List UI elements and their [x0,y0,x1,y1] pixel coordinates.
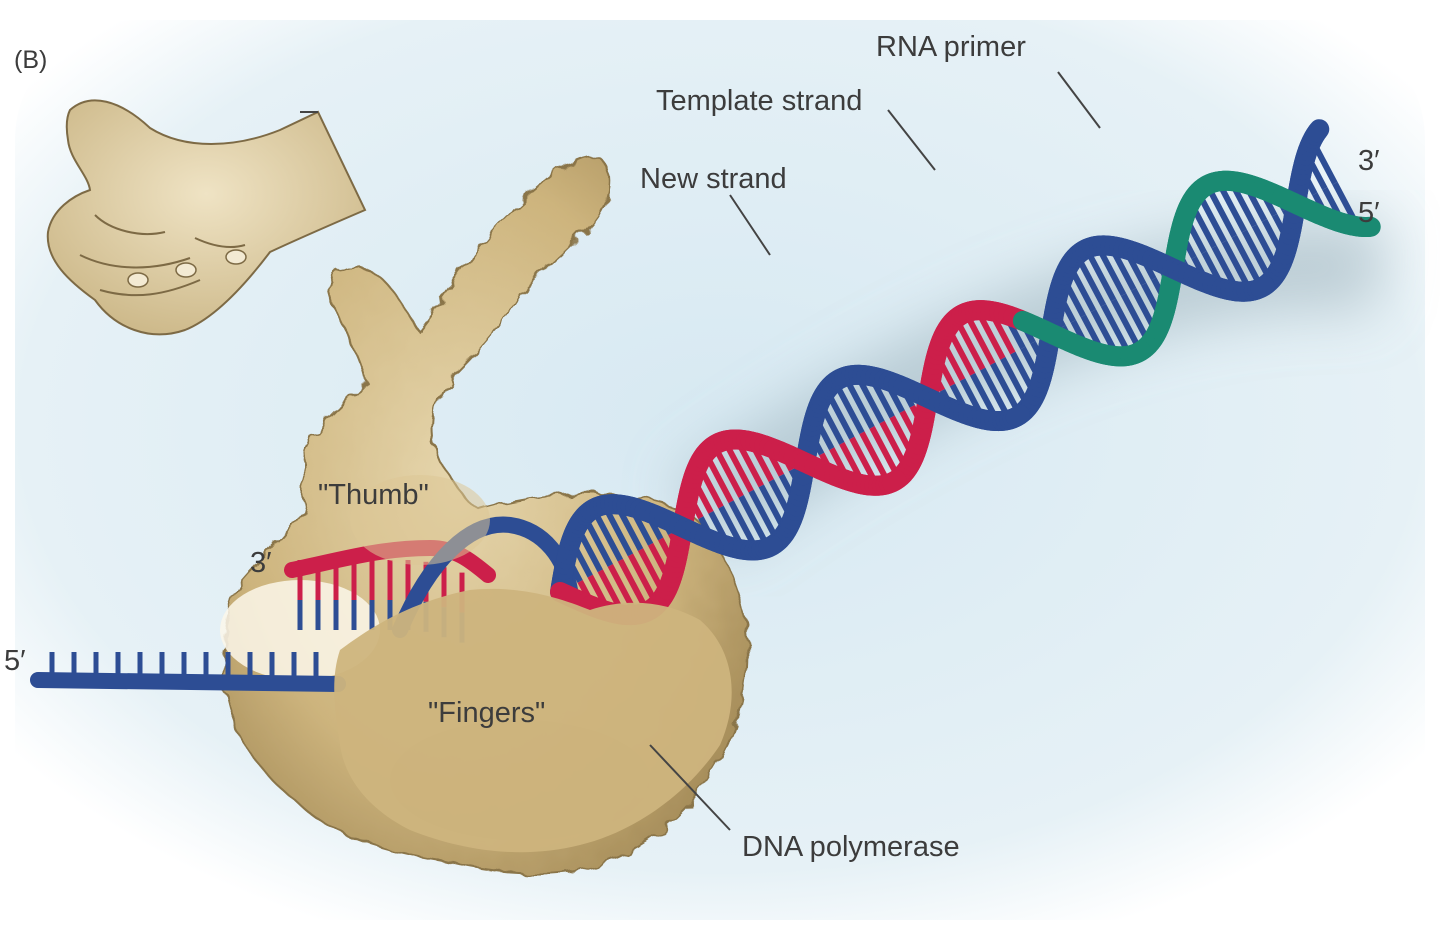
label-dna-polymerase: DNA polymerase [742,831,960,863]
template-strand-leader [887,109,936,171]
label-template-strand: Template strand [656,85,862,117]
template-strand-segment [1306,119,1330,143]
label-5-prime-right: 5′ [1358,197,1380,229]
label-3-prime-right: 3′ [1358,145,1380,177]
label-new-strand: New strand [640,163,787,195]
dna-polymerase-leader [649,744,731,831]
leader-lines [300,71,1101,831]
template-tail-bases [49,652,319,680]
template-strand-segment [1005,404,1030,428]
thumb-domain [350,475,490,565]
hand-illustration [46,99,367,336]
template-strand-segment [758,535,783,558]
rna-primer-segment [1126,341,1151,364]
label-fingers: "Fingers" [428,697,545,729]
fingers-domain [334,588,732,853]
double-helix [550,119,1381,626]
label-thumb: "Thumb" [318,479,429,511]
label-rna-primer: RNA primer [876,31,1026,63]
rna-primer-leader [1057,71,1101,129]
new-strand-segment [881,470,907,493]
template-strand-tail [30,672,346,692]
panel-label: (B) [14,46,47,74]
label-3-prime-left: 3′ [250,547,272,579]
label-5-prime-left: 5′ [4,645,26,677]
new-strand-leader [729,194,771,256]
template-strand-segment [1250,275,1275,299]
